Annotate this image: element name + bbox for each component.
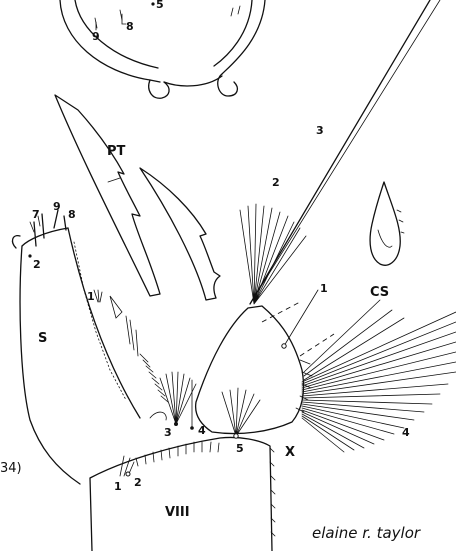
segment-seta-number-1: 1 — [114, 480, 122, 493]
comb-scale — [370, 182, 404, 265]
label-cs: CS — [370, 285, 389, 300]
head-capsule-fragment — [60, 0, 265, 98]
artist-signature: elaine r. taylor — [312, 524, 421, 542]
anal-segment-x — [196, 0, 456, 452]
anal-seta-number-1: 1 — [320, 282, 328, 295]
pecten-tooth-small — [140, 168, 220, 300]
anal-seta-number-4: 4 — [402, 426, 410, 439]
partial-figure-number: 34) — [0, 461, 22, 476]
top-seta-number-5: 5 — [156, 0, 164, 11]
siphon-seta-number-2: 2 — [33, 258, 41, 271]
segment-viii — [90, 372, 275, 551]
siphon-seta-number-9: 9 — [53, 200, 61, 213]
segment-seta-number-2: 2 — [134, 476, 142, 489]
siphon-seta-number-7: 7 — [32, 208, 40, 221]
segment-seta-number-4: 4 — [198, 424, 206, 437]
label-viii: VIII — [165, 505, 190, 520]
top-seta-number-8: 8 — [126, 20, 134, 33]
anal-seta-number-3: 3 — [316, 124, 324, 137]
top-seta-number-9: 9 — [92, 30, 100, 43]
label-s: S — [38, 331, 47, 346]
segment-seta-number-5: 5 — [236, 442, 244, 455]
anal-seta-number-2: 2 — [272, 176, 280, 189]
segment-seta-number-3: 3 — [164, 426, 172, 439]
siphon-seta-number-8: 8 — [68, 208, 76, 221]
label-pt: PT — [107, 144, 126, 159]
siphon-seta-number-1: 1 — [87, 290, 95, 303]
label-x: X — [285, 445, 295, 460]
pecten-tooth-large — [55, 95, 160, 296]
